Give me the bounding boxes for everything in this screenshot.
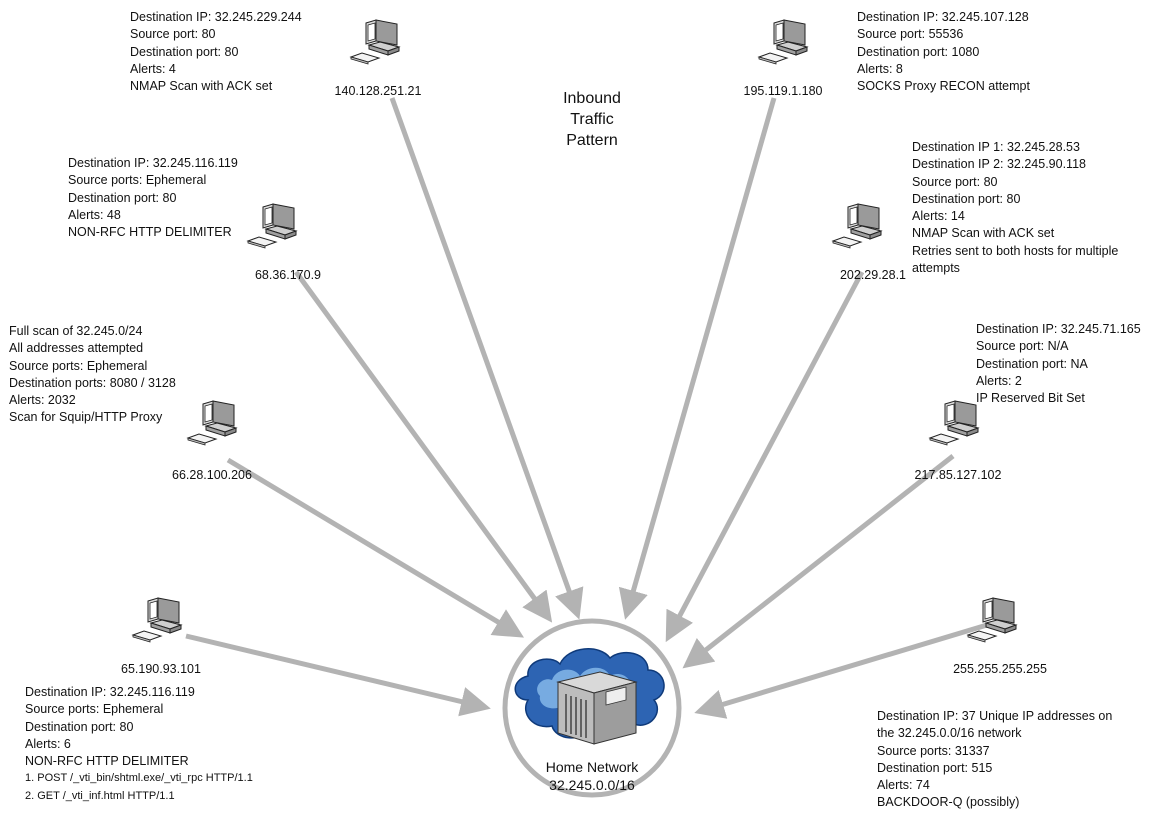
traffic-arrow-217-85-127-102 (682, 454, 955, 669)
title-line: Pattern (566, 132, 618, 149)
detail-line: Source port: 55536 (857, 27, 964, 42)
home-network-cidr: 32.245.0.0/16 (549, 777, 635, 793)
computer-icon (832, 203, 882, 249)
host-ip-255-255-255-255: 255.255.255.255 (953, 662, 1047, 676)
diagram-title: Inbound Traffic Pattern (563, 88, 621, 151)
detail-line: Source port: 80 (912, 174, 998, 189)
detail-line: Scan for Squip/HTTP Proxy (9, 410, 163, 425)
detail-line: the 32.245.0.0/16 network (877, 726, 1022, 741)
traffic-arrow-66-28-100-206 (226, 457, 525, 638)
detail-line: 1. POST /_vti_bin/shtml.exe/_vti_rpc HTT… (25, 772, 253, 785)
computer-icon (758, 19, 808, 65)
detail-line: Destination port: 80 (25, 719, 134, 734)
detail-line: Destination IP: 37 Unique IP addresses o… (877, 709, 1113, 723)
traffic-arrow-65-190-93-101 (185, 633, 491, 717)
traffic-arrow-68-36-170-9 (293, 270, 553, 623)
detail-line: Destination port: 80 (912, 191, 1021, 206)
detail-line: Destination IP: 32.245.116.119 (25, 685, 195, 699)
detail-line: Destination port: 1080 (857, 44, 980, 59)
detail-line: Alerts: 74 (877, 778, 930, 793)
host-ip-65-190-93-101: 65.190.93.101 (121, 662, 201, 676)
detail-line: 2. GET /_vti_inf.html HTTP/1.1 (25, 789, 175, 802)
host-ip-66-28-100-206: 66.28.100.206 (172, 468, 252, 482)
detail-line: Source ports: 31337 (877, 743, 990, 758)
title-line: Traffic (570, 111, 614, 128)
computer-icon (132, 597, 182, 643)
detail-line: BACKDOOR-Q (possibly) (877, 795, 1020, 810)
title-line: Inbound (563, 90, 621, 107)
detail-line: attempts (912, 261, 960, 276)
detail-line: Source port: N/A (976, 339, 1069, 354)
detail-line: Alerts: 2 (976, 373, 1022, 388)
detail-line: Source ports: Ephemeral (9, 358, 148, 373)
traffic-arrow-195-119-1-180 (618, 97, 777, 620)
host-ip-202-29-28-1: 202.29.28.1 (839, 268, 907, 282)
detail-line: Destination port: 515 (877, 760, 993, 775)
detail-line: NMAP Scan with ACK set (912, 226, 1055, 241)
traffic-arrow-202-29-28-1 (665, 270, 865, 643)
detail-line: Destination IP 1: 32.245.28.53 (912, 140, 1080, 154)
computer-icon (967, 597, 1017, 643)
host-details-255-255-255-255: Destination IP: 37 Unique IP addresses o… (877, 708, 1112, 812)
detail-line: Alerts: 4 (130, 61, 176, 76)
detail-line: Source ports: Ephemeral (25, 702, 164, 717)
detail-line: Destination port: 80 (68, 190, 177, 205)
home-network-name: Home Network (545, 759, 639, 775)
detail-line: Alerts: 14 (912, 209, 965, 224)
host-ip-68-36-170-9: 68.36.170.9 (254, 268, 322, 282)
computer-icon (929, 400, 979, 446)
detail-line: Alerts: 8 (857, 61, 903, 76)
home-network-label: Home Network 32.245.0.0/16 (546, 758, 639, 794)
detail-line: Destination ports: 8080 / 3128 (9, 375, 176, 390)
detail-line: Destination IP: 32.245.229.244 (130, 10, 302, 24)
detail-line: Destination IP: 32.245.107.128 (857, 10, 1029, 24)
host-ip-195-119-1-180: 195.119.1.180 (743, 84, 823, 98)
detail-line: SOCKS Proxy RECON attempt (857, 79, 1030, 94)
computer-icon (247, 203, 297, 249)
detail-line: Destination IP: 32.245.116.119 (68, 156, 238, 170)
detail-line: Destination port: NA (976, 356, 1088, 371)
detail-line: Destination port: 80 (130, 44, 239, 59)
host-ip-140-128-251-21: 140.128.251.21 (334, 84, 422, 98)
detail-line: NMAP Scan with ACK set (130, 79, 273, 94)
traffic-arrow-140-128-251-21 (389, 97, 584, 620)
detail-line: All addresses attempted (9, 341, 144, 356)
network-server-icon (514, 648, 665, 745)
detail-line: Source ports: Ephemeral (68, 173, 207, 188)
detail-line: Destination IP: 32.245.71.165 (976, 322, 1141, 336)
computer-icon (350, 19, 400, 65)
computer-icon (187, 400, 237, 446)
detail-line: Alerts: 48 (68, 207, 121, 222)
detail-line: Full scan of 32.245.0/24 (9, 324, 143, 338)
detail-line: NON-RFC HTTP DELIMITER (25, 754, 189, 769)
detail-line: Alerts: 2032 (9, 393, 76, 408)
detail-line: Alerts: 6 (25, 736, 71, 751)
detail-line: IP Reserved Bit Set (976, 391, 1085, 406)
detail-line: Retries sent to both hosts for multiple (912, 243, 1119, 258)
detail-line: NON-RFC HTTP DELIMITER (68, 225, 232, 240)
traffic-arrow-255-255-255-255 (694, 622, 988, 719)
host-ip-217-85-127-102: 217.85.127.102 (914, 468, 1002, 482)
detail-line: Destination IP 2: 32.245.90.118 (912, 157, 1086, 172)
detail-line: Source port: 80 (130, 27, 216, 42)
